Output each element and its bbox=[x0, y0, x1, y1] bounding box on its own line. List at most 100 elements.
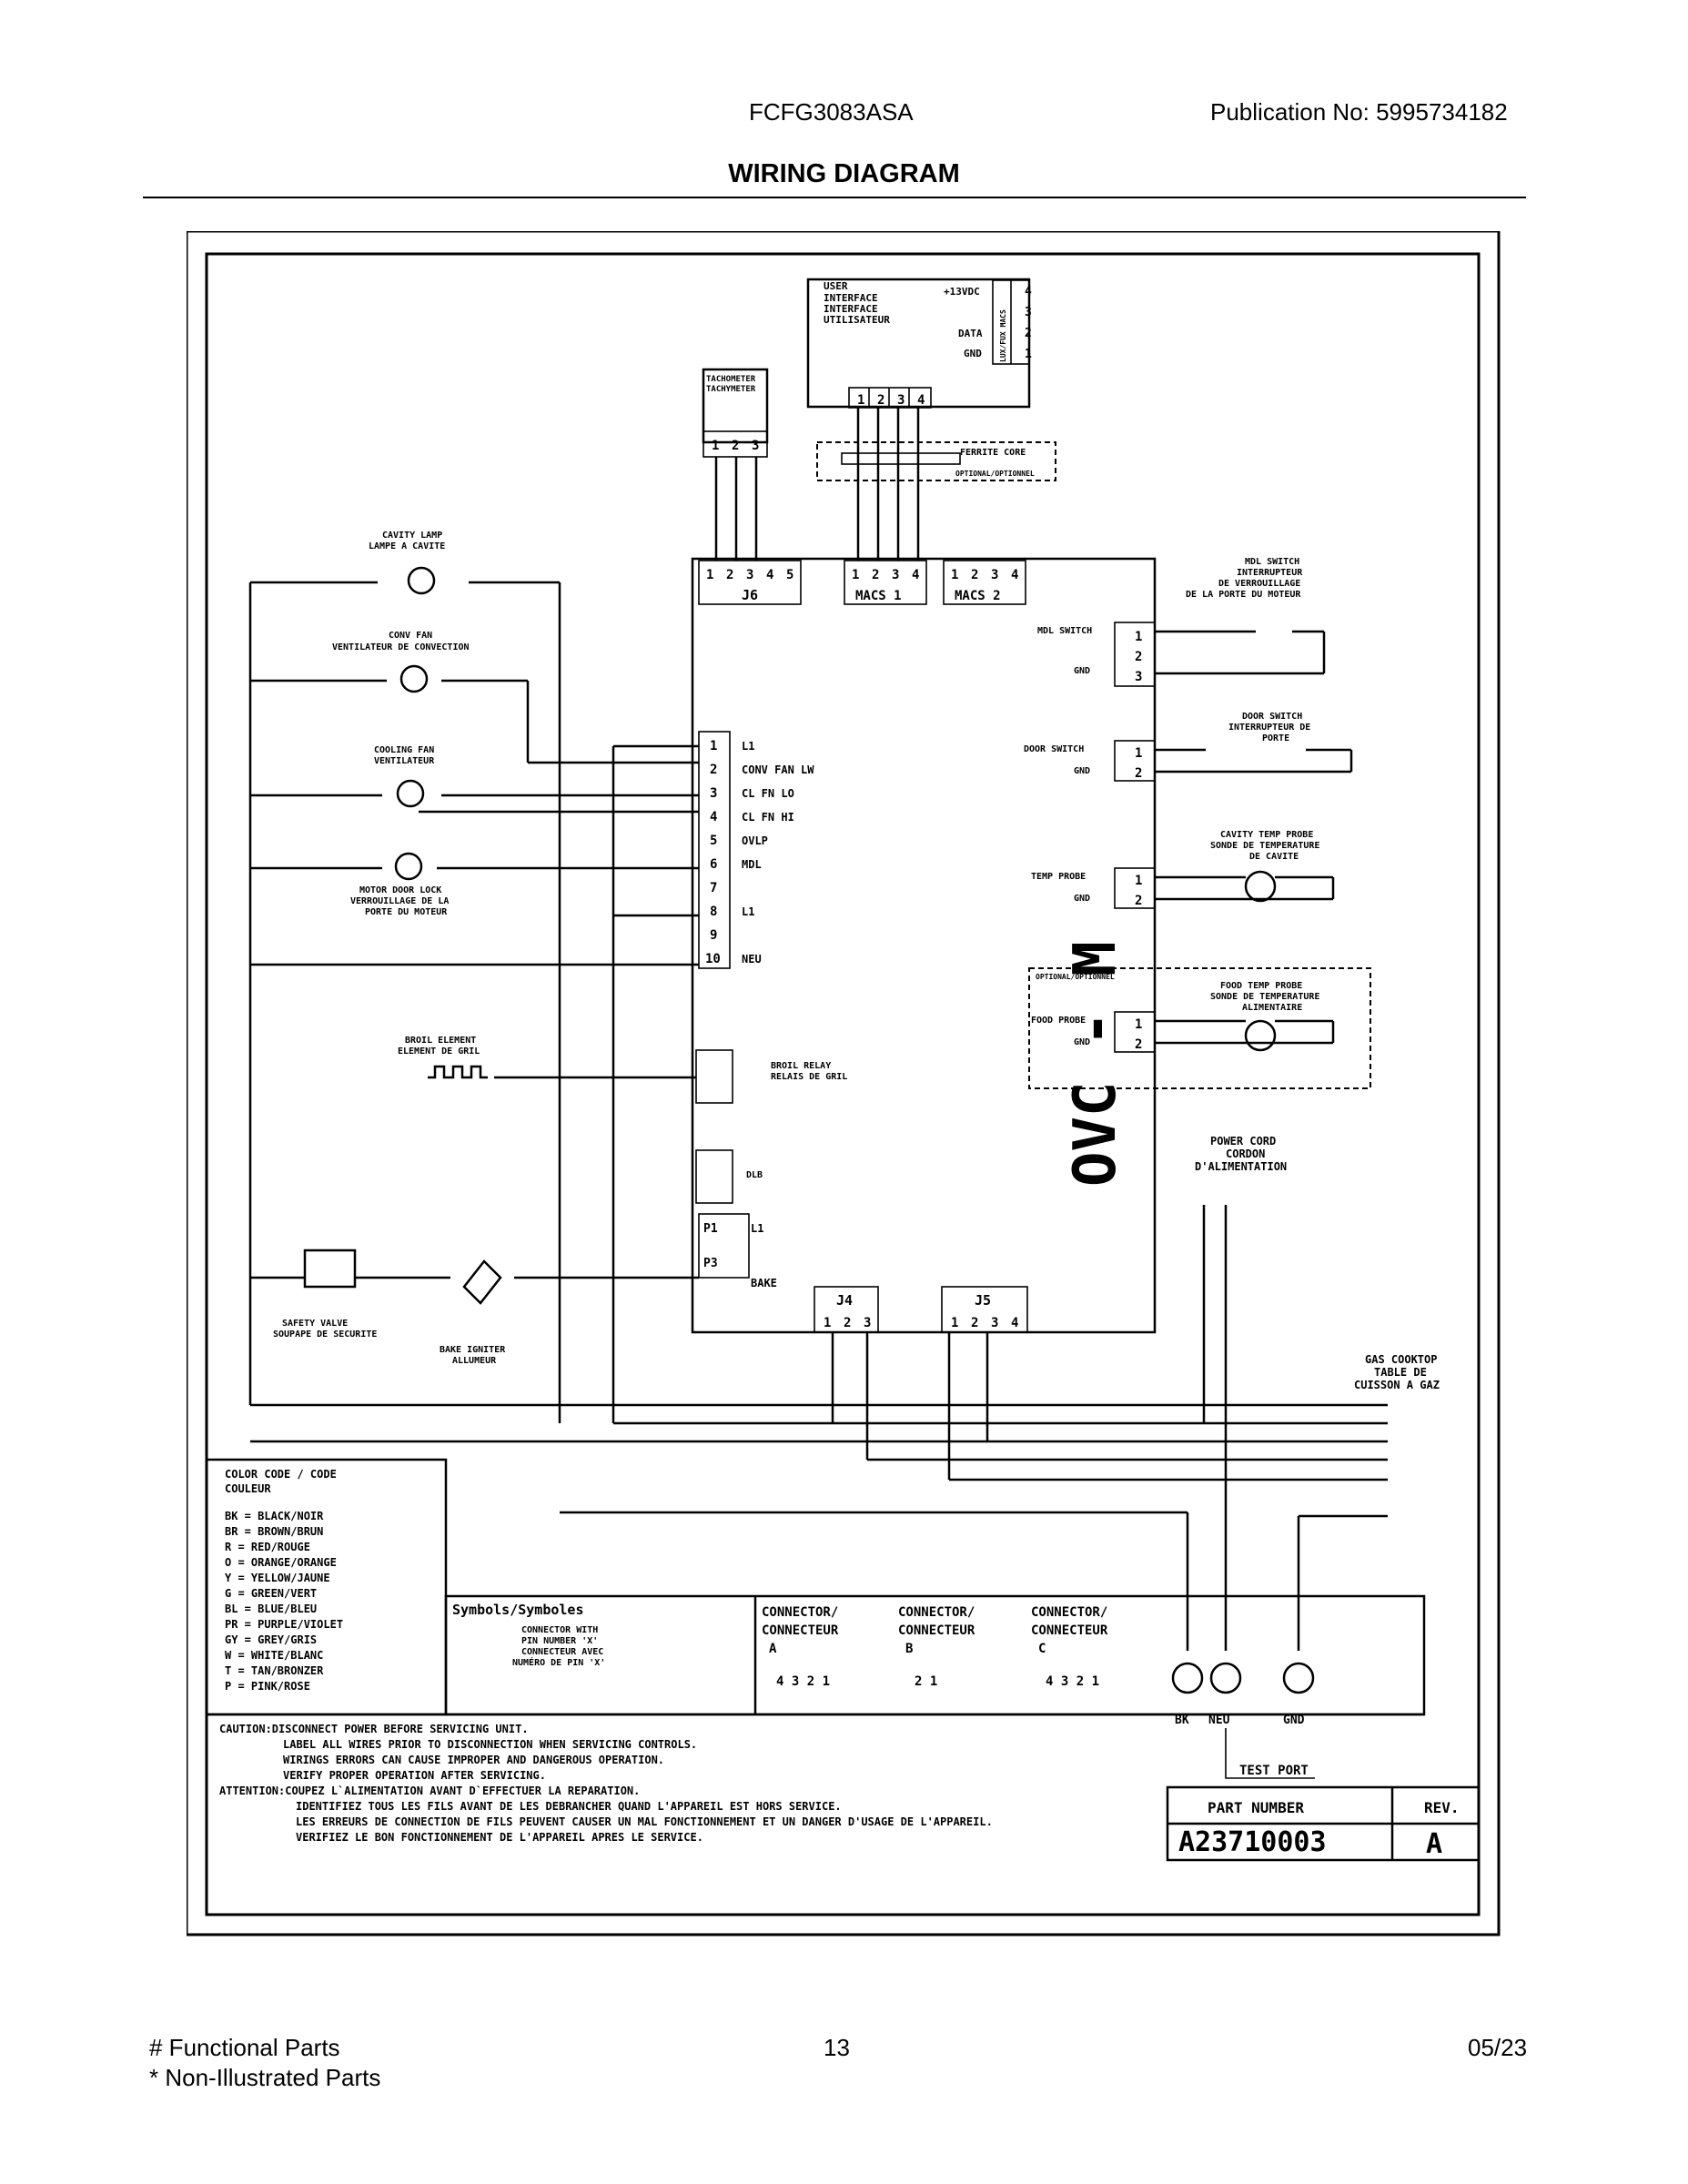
svg-text:SOUPAPE DE SECURITE: SOUPAPE DE SECURITE bbox=[273, 1330, 377, 1340]
svg-text:2: 2 bbox=[1135, 894, 1142, 908]
svg-text:2: 2 bbox=[1135, 766, 1142, 781]
svg-text:CL FN LO: CL FN LO bbox=[742, 787, 794, 800]
svg-text:PIN NUMBER 'X': PIN NUMBER 'X' bbox=[521, 1636, 598, 1646]
svg-text:7: 7 bbox=[710, 881, 717, 895]
svg-text:LAMPE A CAVITE: LAMPE A CAVITE bbox=[369, 541, 445, 551]
svg-text:SAFETY VALVE: SAFETY VALVE bbox=[282, 1319, 348, 1329]
svg-text:USER: USER bbox=[824, 280, 848, 292]
svg-text:4: 4 bbox=[1011, 1316, 1018, 1330]
svg-text:J5: J5 bbox=[975, 1292, 991, 1309]
svg-text:GND: GND bbox=[1074, 1037, 1090, 1047]
svg-text:3: 3 bbox=[892, 568, 899, 582]
title-rule bbox=[143, 197, 1526, 198]
svg-text:OVLP: OVLP bbox=[742, 834, 768, 847]
outer-frame bbox=[187, 231, 1501, 1936]
svg-text:8: 8 bbox=[710, 905, 717, 919]
svg-text:INTERFACE: INTERFACE bbox=[824, 292, 878, 304]
svg-text:NUMÉRO DE PIN 'X': NUMÉRO DE PIN 'X' bbox=[512, 1656, 605, 1668]
svg-text:CONNECTEUR: CONNECTEUR bbox=[898, 1623, 975, 1638]
ferrite-core: FERRITE CORE OPTIONAL/OPTIONNEL bbox=[816, 441, 1056, 481]
svg-text:ELEMENT DE GRIL: ELEMENT DE GRIL bbox=[398, 1046, 480, 1057]
svg-text:GND: GND bbox=[964, 348, 982, 359]
svg-text:2: 2 bbox=[1025, 327, 1032, 340]
svg-text:OPTIONAL/OPTIONNEL: OPTIONAL/OPTIONNEL bbox=[955, 470, 1035, 478]
svg-text:INTERRUPTEUR DE: INTERRUPTEUR DE bbox=[1228, 723, 1310, 733]
user-interface-board: USER INTERFACE INTERFACE UTILISATEUR +13… bbox=[806, 278, 1032, 409]
svg-text:REV.: REV. bbox=[1424, 1799, 1460, 1816]
svg-text:1: 1 bbox=[951, 568, 958, 582]
svg-text:Symbols/Symboles: Symbols/Symboles bbox=[452, 1602, 584, 1618]
svg-text:L1: L1 bbox=[742, 740, 754, 753]
svg-text:+13VDC: +13VDC bbox=[944, 286, 980, 298]
svg-text:1: 1 bbox=[951, 1316, 958, 1330]
svg-text:CONNECTOR/: CONNECTOR/ bbox=[1031, 1605, 1107, 1620]
svg-text:CL FN HI: CL FN HI bbox=[742, 811, 794, 824]
svg-text:3: 3 bbox=[897, 393, 905, 408]
svg-text:GAS COOKTOP: GAS COOKTOP bbox=[1365, 1353, 1437, 1366]
svg-text:MDL SWITCH: MDL SWITCH bbox=[1037, 626, 1092, 636]
conv-fan-icon bbox=[399, 664, 429, 693]
svg-text:DE VERROUILLAGE: DE VERROUILLAGE bbox=[1218, 579, 1300, 589]
svg-text:2: 2 bbox=[844, 1316, 851, 1330]
svg-text:CAVITY LAMP: CAVITY LAMP bbox=[382, 531, 442, 541]
svg-text:4: 4 bbox=[710, 810, 717, 824]
svg-text:CONNECTEUR: CONNECTEUR bbox=[1031, 1623, 1108, 1638]
svg-text:NEU: NEU bbox=[1208, 1714, 1230, 1727]
cooling-fan-icon bbox=[396, 779, 425, 808]
svg-text:BROIL RELAY: BROIL RELAY bbox=[771, 1061, 831, 1071]
svg-text:1: 1 bbox=[1135, 874, 1142, 888]
svg-text:RELAIS DE GRIL: RELAIS DE GRIL bbox=[771, 1072, 847, 1082]
svg-text:2: 2 bbox=[710, 763, 717, 777]
svg-text:VENTILATEUR: VENTILATEUR bbox=[374, 756, 435, 766]
svg-text:DE CAVITE: DE CAVITE bbox=[1249, 852, 1299, 862]
svg-text:VENTILATEUR DE CONVECTION: VENTILATEUR DE CONVECTION bbox=[332, 642, 470, 652]
svg-text:INTERRUPTEUR: INTERRUPTEUR bbox=[1237, 568, 1303, 578]
svg-text:CONV FAN LW: CONV FAN LW bbox=[742, 763, 814, 776]
svg-text:2: 2 bbox=[971, 1316, 978, 1330]
svg-text:2: 2 bbox=[1135, 650, 1142, 664]
inner-frame bbox=[205, 252, 1481, 1916]
symbols-table: Symbols/Symboles CONNECTOR WITH PIN NUMB… bbox=[444, 1594, 1426, 1716]
svg-text:1: 1 bbox=[1025, 348, 1032, 361]
svg-text:COOLING FAN: COOLING FAN bbox=[374, 745, 434, 755]
svg-text:R = RED/ROUGE: R = RED/ROUGE bbox=[225, 1541, 310, 1553]
svg-text:2 1: 2 1 bbox=[915, 1674, 937, 1689]
svg-text:2: 2 bbox=[872, 568, 879, 582]
svg-text:LES ERREURS DE CONNECTION DE F: LES ERREURS DE CONNECTION DE FILS PEUVEN… bbox=[296, 1815, 993, 1828]
svg-text:OVC - M: OVC - M bbox=[1062, 941, 1129, 1187]
svg-text:C: C bbox=[1038, 1642, 1046, 1656]
svg-text:LUX/FUX MACS: LUX/FUX MACS bbox=[999, 309, 1007, 362]
svg-text:W = WHITE/BLANC: W = WHITE/BLANC bbox=[225, 1649, 323, 1662]
svg-text:A: A bbox=[769, 1642, 777, 1656]
svg-text:G = GREEN/VERT: G = GREEN/VERT bbox=[225, 1587, 317, 1600]
svg-text:1: 1 bbox=[1135, 746, 1142, 761]
svg-text:VERIFIEZ LE BON FONCTIONNEMENT: VERIFIEZ LE BON FONCTIONNEMENT DE L'APPA… bbox=[296, 1831, 703, 1844]
svg-text:GND: GND bbox=[1074, 766, 1090, 776]
svg-text:CAUTION:DISCONNECT POWER BEFOR: CAUTION:DISCONNECT POWER BEFORE SERVICIN… bbox=[219, 1723, 529, 1735]
ui-wires bbox=[714, 408, 920, 561]
svg-text:CONNECTOR/: CONNECTOR/ bbox=[898, 1605, 975, 1620]
broil-relay: BROIL RELAY RELAIS DE GRIL DLB bbox=[695, 1049, 847, 1204]
svg-text:P3: P3 bbox=[703, 1257, 718, 1270]
svg-text:1: 1 bbox=[857, 393, 864, 408]
svg-text:VERIFY PROPER OPERATION AFTER: VERIFY PROPER OPERATION AFTER SERVICING. bbox=[283, 1769, 546, 1782]
svg-text:PORTE DU MOTEUR: PORTE DU MOTEUR bbox=[365, 907, 448, 917]
food-probe-icon bbox=[1244, 1019, 1277, 1052]
page-number: 13 bbox=[824, 2034, 850, 2061]
svg-text:DE LA PORTE DU MOTEUR: DE LA PORTE DU MOTEUR bbox=[1186, 590, 1301, 600]
svg-text:MACS 2: MACS 2 bbox=[955, 589, 1001, 603]
svg-text:OPTIONAL/OPTIONNEL: OPTIONAL/OPTIONNEL bbox=[1036, 973, 1115, 981]
svg-text:DATA: DATA bbox=[958, 328, 983, 339]
svg-text:MACS 1: MACS 1 bbox=[855, 589, 902, 603]
svg-text:BAKE IGNITER: BAKE IGNITER bbox=[440, 1345, 506, 1355]
svg-text:3: 3 bbox=[752, 439, 759, 453]
svg-text:L1: L1 bbox=[742, 905, 754, 918]
svg-text:A: A bbox=[1426, 1828, 1442, 1860]
svg-text:2: 2 bbox=[877, 393, 884, 408]
svg-text:4 3 2 1: 4 3 2 1 bbox=[776, 1674, 830, 1689]
page-title: WIRING DIAGRAM bbox=[728, 159, 960, 188]
svg-text:Y = YELLOW/JAUNE: Y = YELLOW/JAUNE bbox=[225, 1572, 330, 1584]
svg-text:GND: GND bbox=[1074, 894, 1090, 904]
svg-text:UTILISATEUR: UTILISATEUR bbox=[824, 314, 890, 326]
color-code-table: COLOR CODE / CODE COULEUR BK = BLACK/NOI… bbox=[205, 1458, 448, 1716]
